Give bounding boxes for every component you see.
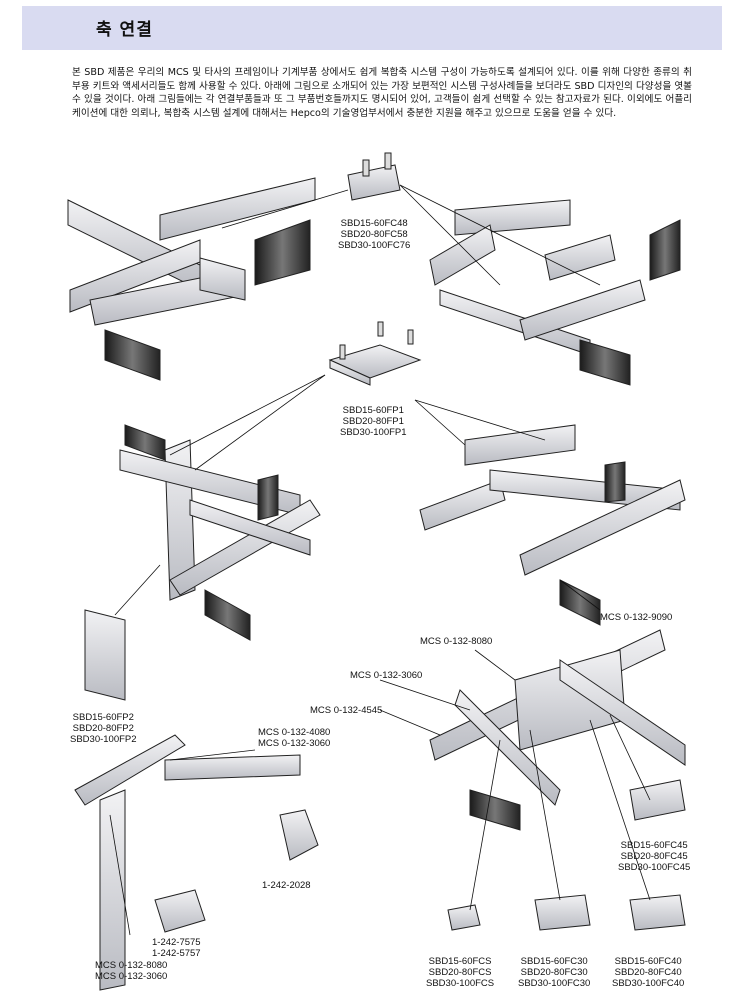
fp2-plate xyxy=(84,609,126,701)
label-mcs9090: MCS 0-132-9090 xyxy=(600,612,673,623)
label-mcs8080: MCS 0-132-8080 xyxy=(420,636,493,647)
gantry-middle-right xyxy=(419,424,686,626)
fp1-plate xyxy=(328,321,422,386)
multi-axis-bottom-right xyxy=(429,629,686,931)
label-2028: 1-242-2028 xyxy=(262,880,311,891)
fc48-bracket xyxy=(347,152,401,201)
intro-paragraph: 본 SBD 제품은 우리의 MCS 및 타사의 프레임이나 기계부품 상에서도 … xyxy=(72,67,692,119)
gantry-middle-left xyxy=(119,424,321,641)
leader-lines xyxy=(109,184,651,936)
xy-system-top-left xyxy=(67,177,316,381)
label-mcs3060: MCS 0-132-3060 xyxy=(350,670,423,681)
label-mcs4545: MCS 0-132-4545 xyxy=(310,705,383,716)
l-frame-bottom-left xyxy=(74,734,319,991)
page-title: 축 연결 xyxy=(96,20,153,40)
section-header: 축 연결 xyxy=(22,6,722,50)
xy-system-top-right xyxy=(429,199,681,386)
